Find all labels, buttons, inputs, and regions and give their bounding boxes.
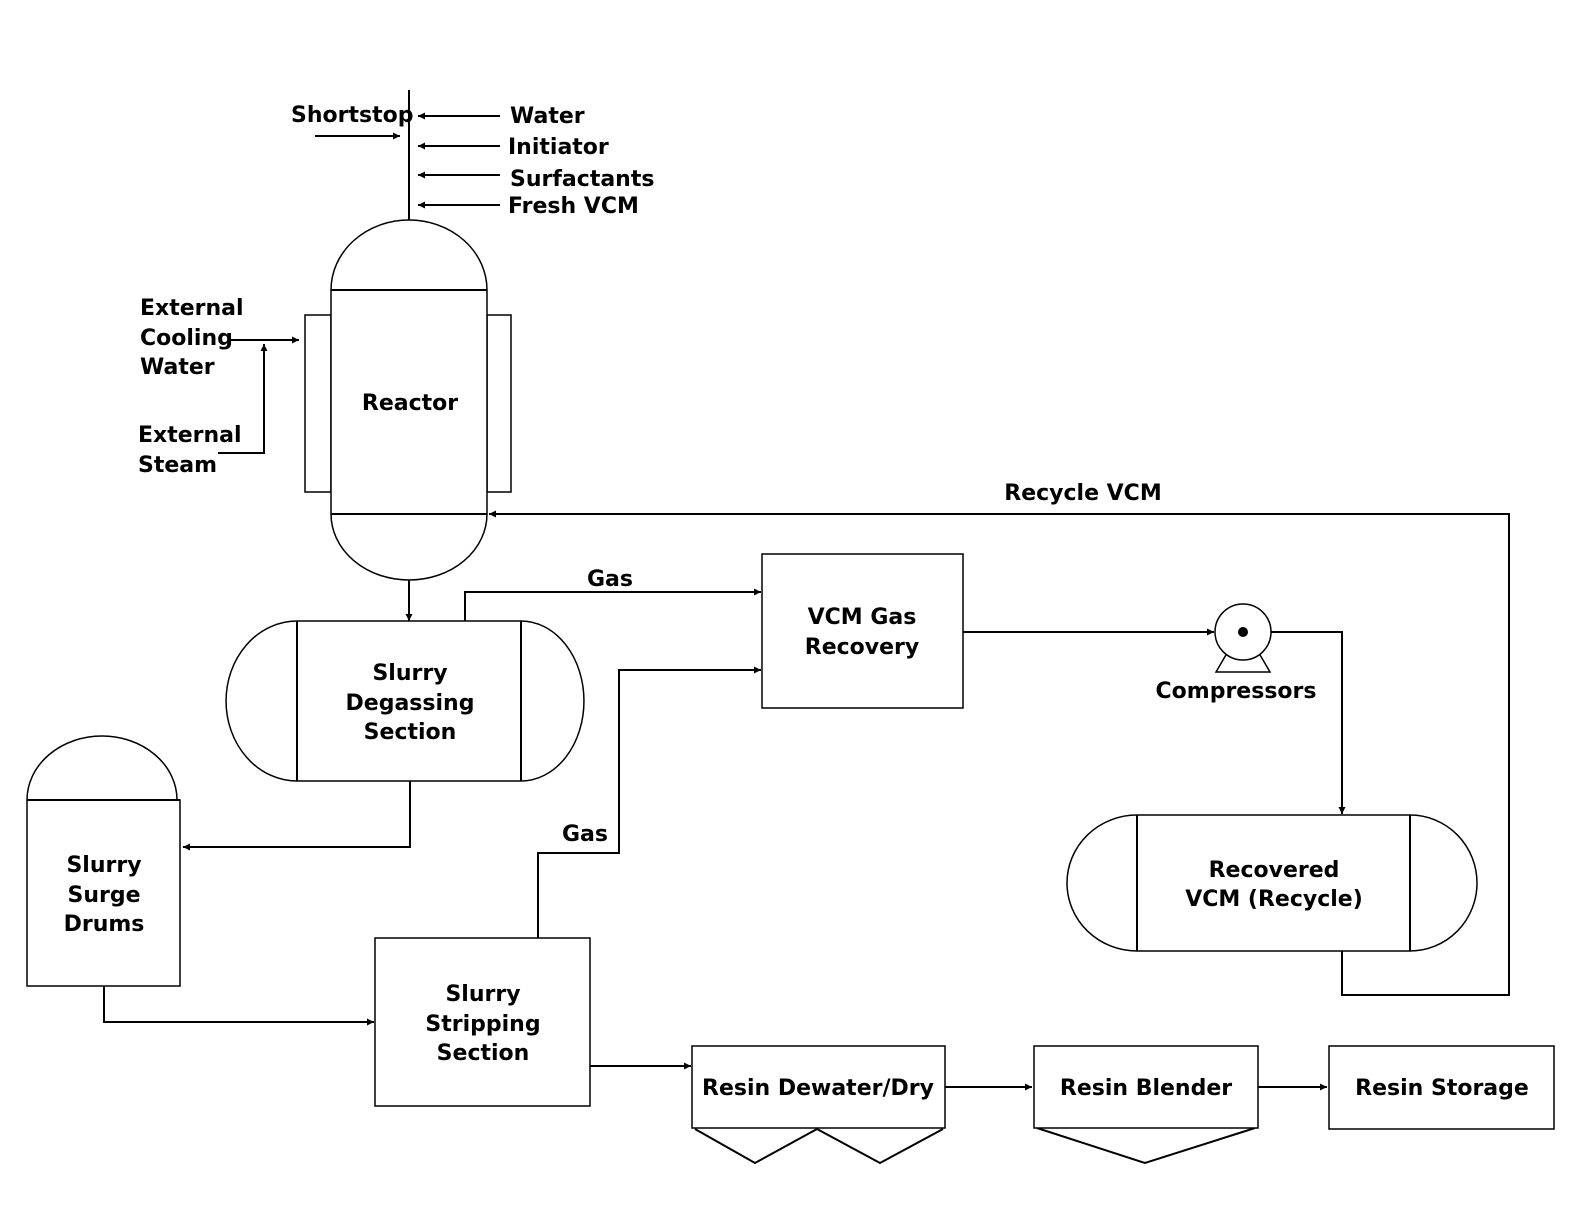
stripping-gas-line <box>537 666 761 938</box>
recycle-vcm-label: Recycle VCM <box>1004 481 1161 506</box>
vcm-recovery-box <box>761 553 964 709</box>
cooling-water-label-2: Cooling <box>140 326 233 351</box>
resin-dewater-dry: Resin Dewater/Dry <box>691 1045 946 1165</box>
recovered-label-1: Recovered <box>1209 858 1340 883</box>
compressor: Compressors <box>1156 603 1317 704</box>
stripping-box <box>374 937 591 1107</box>
resin-storage: Resin Storage <box>1328 1045 1555 1130</box>
slurry-surge-drums: Slurry Surge Drums <box>26 735 181 987</box>
reactor-label: Reactor <box>362 391 458 416</box>
blender-label: Resin Blender <box>1060 1076 1232 1101</box>
vcm-recovery-label-1: VCM Gas <box>808 605 917 630</box>
water-label: Water <box>510 104 585 129</box>
compressor-to-recovered-line <box>1271 631 1346 814</box>
dewater-box <box>691 1045 946 1129</box>
gas-label-top: Gas <box>587 567 633 592</box>
compressor-hub-icon <box>1238 627 1248 637</box>
slurry-stripping-section: Slurry Stripping Section <box>374 937 591 1107</box>
cooling-water-label-1: External <box>140 296 244 321</box>
cooling-water-label-3: Water <box>140 355 215 380</box>
slurry-degassing-vessel: Slurry Degassing Section <box>225 620 585 782</box>
surge-drum-shell <box>26 735 181 987</box>
degassing-label-1: Slurry <box>372 661 447 686</box>
reactor-jacket-left <box>304 314 332 493</box>
stripping-label-1: Slurry <box>445 982 520 1007</box>
surge-label-3: Drums <box>64 912 145 937</box>
degassing-label-3: Section <box>364 720 457 745</box>
fresh-vcm-label: Fresh VCM <box>508 194 639 219</box>
resin-blender: Resin Blender <box>1033 1045 1259 1165</box>
dewater-label: Resin Dewater/Dry <box>702 1076 934 1101</box>
recycle-vcm-line <box>489 510 1510 996</box>
surge-label-1: Slurry <box>66 853 141 878</box>
blender-hopper <box>1036 1127 1256 1165</box>
recovered-vcm-vessel: Recovered VCM (Recycle) <box>1066 814 1478 952</box>
steam-label-2: Steam <box>138 453 217 478</box>
storage-label: Resin Storage <box>1355 1076 1529 1101</box>
degassing-to-surge-line <box>183 781 411 851</box>
recovered-label-2: VCM (Recycle) <box>1185 887 1363 912</box>
surge-label-2: Surge <box>67 883 140 908</box>
steam-arrow <box>218 344 268 454</box>
dewater-hoppers <box>694 1127 944 1165</box>
stripping-label-2: Stripping <box>425 1012 540 1037</box>
reactor-jacket-right <box>486 314 512 493</box>
shortstop-label: Shortstop <box>291 103 413 128</box>
steam-label-1: External <box>138 423 242 448</box>
storage-box <box>1328 1045 1555 1130</box>
surge-to-stripping-line <box>103 986 374 1026</box>
reactor-vessel: Reactor <box>304 219 512 581</box>
vcm-recovery-label-2: Recovery <box>805 635 919 660</box>
degassing-gas-line <box>464 588 761 621</box>
surfactants-label: Surfactants <box>510 167 654 192</box>
recovered-shell <box>1066 814 1478 952</box>
initiator-label: Initiator <box>508 135 609 160</box>
stripping-label-3: Section <box>437 1041 530 1066</box>
vcm-gas-recovery: VCM Gas Recovery <box>761 553 964 709</box>
compressors-label: Compressors <box>1156 679 1317 704</box>
degassing-label-2: Degassing <box>346 691 475 716</box>
gas-label-bottom: Gas <box>562 822 608 847</box>
